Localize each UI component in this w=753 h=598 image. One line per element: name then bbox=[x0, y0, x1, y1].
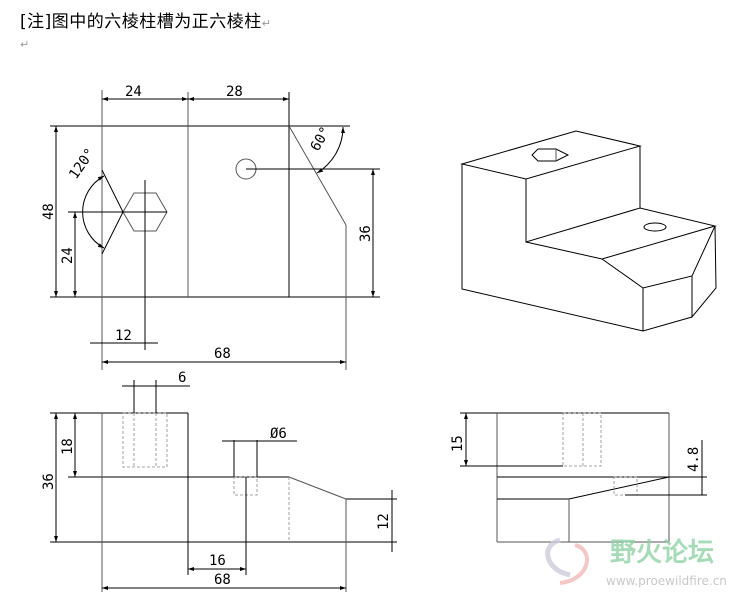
dim-15: 15 bbox=[450, 435, 466, 452]
dim-diameter-6: Ø6 bbox=[270, 426, 287, 442]
dim-28: 28 bbox=[226, 84, 243, 100]
side-view: 15 4.8 bbox=[450, 412, 707, 543]
note-text: [注]图中的六棱柱槽为正六棱柱 bbox=[20, 12, 262, 32]
dim-18: 18 bbox=[60, 438, 76, 455]
dim-12: 12 bbox=[115, 328, 132, 344]
top-view: 24 28 48 24 120° 60° 36 12 68 bbox=[41, 84, 380, 370]
dim-6: 6 bbox=[178, 370, 186, 386]
dim-68-front: 68 bbox=[214, 572, 231, 588]
dim-120-deg: 120° bbox=[66, 145, 98, 182]
dim-4-8: 4.8 bbox=[686, 447, 702, 472]
dim-12-front: 12 bbox=[376, 513, 392, 530]
dim-68: 68 bbox=[214, 346, 231, 362]
watermark: 野火论坛 www.proewildfire.cn bbox=[545, 537, 727, 588]
drawing-note: [注]图中的六棱柱槽为正六棱柱↵ bbox=[20, 7, 271, 32]
dim-24: 24 bbox=[125, 84, 142, 100]
iso-hole bbox=[643, 222, 667, 232]
isometric-view bbox=[460, 130, 717, 332]
front-view: 6 Ø6 36 18 16 68 12 bbox=[41, 370, 397, 592]
dim-16: 16 bbox=[209, 553, 226, 569]
dim-36: 36 bbox=[358, 225, 374, 242]
watermark-name: 野火论坛 bbox=[610, 538, 714, 568]
dim-36-front: 36 bbox=[41, 473, 57, 490]
watermark-url: www.proewildfire.cn bbox=[606, 574, 727, 588]
paragraph-mark: ↵ bbox=[261, 17, 272, 30]
iso-hex-slot bbox=[531, 148, 570, 162]
dim-60-deg: 60° bbox=[308, 124, 335, 154]
paragraph-mark: ↵ bbox=[20, 38, 30, 51]
dim-48: 48 bbox=[41, 203, 57, 220]
dim-24-left: 24 bbox=[60, 247, 76, 264]
watermark-logo-icon bbox=[545, 537, 571, 578]
